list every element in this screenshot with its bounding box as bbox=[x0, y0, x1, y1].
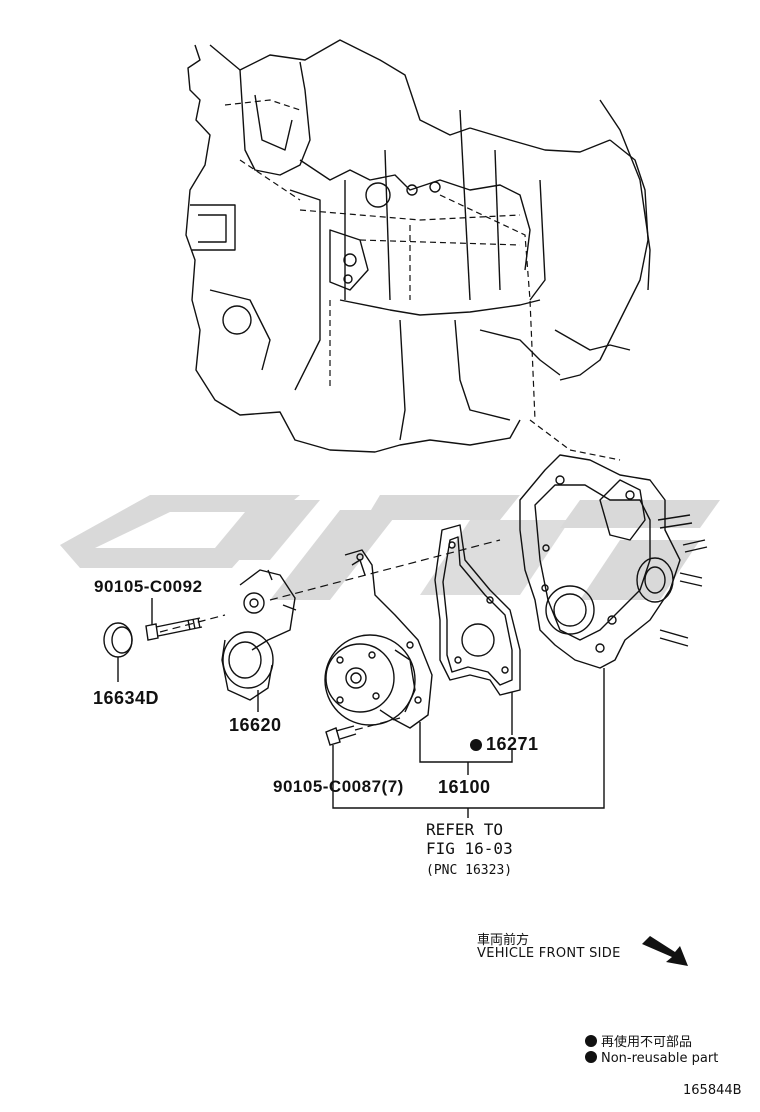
leader-lines bbox=[117, 598, 605, 818]
gasket-part-number: 16271 bbox=[486, 734, 539, 754]
plug-drawing bbox=[103, 622, 133, 658]
legend-dot-icon bbox=[585, 1051, 597, 1063]
figure-number: 165844B bbox=[683, 1083, 742, 1098]
reference-line-2[interactable]: FIG 16-03 bbox=[426, 839, 513, 858]
legend-non-reusable-jp: 再使用不可部品 bbox=[585, 1031, 692, 1050]
part-label-16634d[interactable]: 16634D bbox=[93, 688, 160, 708]
bolt-pump-drawing bbox=[325, 725, 357, 746]
engine-block-drawing bbox=[185, 39, 651, 453]
timing-cover-drawing bbox=[519, 454, 708, 669]
part-label-16620[interactable]: 16620 bbox=[229, 715, 282, 735]
part-label-90105-c0087[interactable]: 90105-C0087(7) bbox=[273, 777, 404, 796]
legend-jp-text: 再使用不可部品 bbox=[601, 1035, 693, 1050]
bolt-top-drawing bbox=[145, 617, 203, 641]
direction-arrow-icon bbox=[642, 936, 688, 966]
part-label-16271[interactable]: 16271 bbox=[470, 734, 539, 755]
part-label-90105-c0092[interactable]: 90105-C0092 bbox=[94, 577, 203, 596]
alignment-lines bbox=[159, 539, 501, 731]
part-label-16100[interactable]: 16100 bbox=[438, 777, 491, 797]
gasket-drawing bbox=[434, 524, 521, 696]
reference-line-3: (PNC 16323) bbox=[426, 863, 513, 878]
non-reusable-dot-icon bbox=[470, 739, 482, 751]
reference-line-1: REFER TO bbox=[426, 820, 504, 839]
water-pump-drawing bbox=[324, 549, 433, 729]
vehicle-front-side-en: VEHICLE FRONT SIDE bbox=[477, 946, 621, 961]
tensioner-drawing bbox=[221, 569, 297, 701]
engine-hidden-lines bbox=[224, 99, 621, 461]
legend-en-text: Non-reusable part bbox=[601, 1051, 719, 1066]
vehicle-front-side-jp: 車両前方 bbox=[477, 933, 530, 948]
legend-dot-icon bbox=[585, 1035, 597, 1047]
legend-non-reusable-en: Non-reusable part bbox=[585, 1051, 718, 1066]
